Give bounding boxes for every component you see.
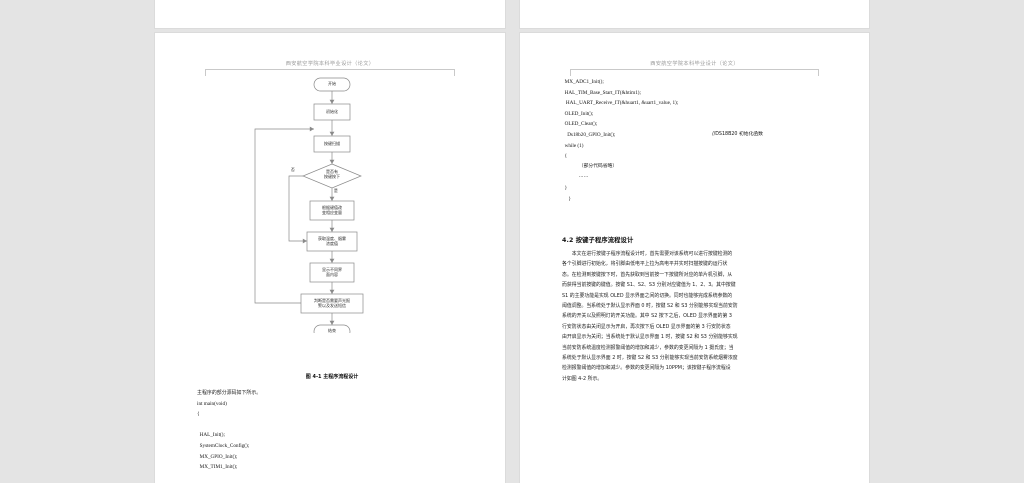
flow-node-end: 结束: [328, 328, 336, 333]
code-line-11: }: [562, 195, 571, 202]
code-line-4: SystemClock_Config();: [197, 442, 250, 449]
code-line-5: MX_GPIO_Init();: [197, 453, 238, 460]
code-line-10: }: [562, 184, 568, 191]
flow-label-yes: 是: [334, 188, 338, 193]
paragraph-line: 当前安防系统温度检测报警阈值的增加和减少，参数的变更间隔为 1 摄氏度；当: [562, 344, 734, 351]
paragraph-line: 各个引脚进行初始化，将引脚由低电平上拉为高电平并实时扫描按键的运行状: [562, 261, 728, 268]
flow-label-no: 否: [291, 167, 295, 172]
paragraph-line: 计如图 4-2 所示。: [562, 375, 603, 382]
flow-node-key-scan: 按键扫描: [324, 140, 340, 146]
flowchart-main-program: 开始 初始化 按键扫描 是否有 按键按下 否 是 根据键值改 变相应变量 获取温…: [155, 33, 505, 339]
intro-line: 主程序的部分源码如下所示。: [197, 390, 262, 396]
header-rule-right: [570, 69, 819, 76]
paragraph-line: S1 的主要功能是实现 OLED 显示界面之间的切换。同时也能够完成系统参数的: [562, 292, 733, 299]
code-line-9: ……: [562, 174, 589, 180]
paragraph-line: 系统的开关以及照明灯的开关功能。其中 S2 按下之后，OLED 显示界面的第 3: [562, 313, 732, 320]
code-line-1: {: [197, 411, 200, 418]
document-page-left[interactable]: 西安航空学院本科毕业设计（论文）: [155, 33, 505, 483]
flow-node-display: 显示不同界 面内容: [322, 267, 342, 278]
code-line-6: MX_TIM1_Init();: [197, 464, 238, 471]
code-comment: //DS18B20 初始化函数: [712, 131, 763, 137]
code-line-6: while (1): [562, 142, 584, 149]
paragraph-line: 检测报警阈值的增加和减少。参数的变更间隔为 10PPM；该按键子程序流程设: [562, 365, 731, 372]
section-number: 4.2: [562, 237, 574, 244]
header-rule-left: [205, 69, 455, 76]
code-line-0: int main(void): [197, 400, 227, 407]
code-line-5: Ds18b20_GPIO_Init();: [562, 131, 616, 138]
previous-page-left: [155, 0, 505, 28]
flow-node-alarm: 判断是否需要声光报 警以及发送短信: [314, 298, 350, 309]
page-header-right: 西安航空学院本科毕业设计（论文）: [570, 61, 819, 76]
code-line-7: {: [562, 153, 568, 160]
page-header-left: 西安航空学院本科毕业设计（论文）: [205, 61, 455, 76]
figure-caption: 图 4-1 主程序流程设计: [305, 374, 359, 380]
previous-page-right: [520, 0, 869, 28]
running-title-right: 西安航空学院本科毕业设计（论文）: [650, 61, 739, 67]
section-paragraph: 本文在进行按键子程序流程设计时，首先需要对该系统可以进行按键检测的 各个引脚进行…: [562, 249, 831, 384]
paragraph-line: 行安防状态由关闭显示为开启，再次按下后 OLED 显示界面的第 3 行安防状态: [562, 323, 731, 330]
code-line-2: [197, 420, 467, 431]
code-line-3: OLED_Init();: [562, 110, 594, 117]
section-heading: 4.2 按键子程序流程设计: [562, 235, 831, 244]
section-heading-4-2: 4.2 按键子程序流程设计: [562, 235, 831, 244]
document-page-right[interactable]: 西安航空学院本科毕业设计（论文） MX_ADC1_Init(); HAL_TIM…: [520, 33, 869, 483]
flow-node-init: 初始化: [326, 108, 338, 114]
paragraph-line: 本文在进行按键子程序流程设计时，首先需要对该系统可以进行按键检测的: [571, 251, 733, 257]
paragraph-line: 由开启显示为关闭；当系统处于默认显示界面 1 时，按键 S2 和 S3 分别能够…: [562, 334, 738, 341]
paragraph-line: 态。在检测到按键按下时，首先获取到当前按一下按键所对应的单片机引脚，从: [562, 271, 733, 278]
paragraph-line: 阈值调整。当系统处于默认显示界面 0 时，按键 S2 和 S3 分别能够实现当前…: [562, 303, 738, 310]
right-page-code-block: MX_ADC1_Init(); HAL_TIM_Base_Start_IT(&h…: [562, 77, 831, 204]
code-line-0: MX_ADC1_Init();: [562, 79, 604, 85]
running-title-left: 西安航空学院本科毕业设计（论文）: [285, 61, 375, 67]
code-line-8: （部分代码省略）: [562, 163, 618, 169]
code-line-3: HAL_Init();: [197, 432, 225, 439]
flow-node-decision: 是否有 按键按下: [324, 169, 340, 180]
paragraph-line: 系统处于默认显示界面 2 时，按键 S2 和 S3 分别能够实现当前安防系统烟雾…: [562, 355, 738, 362]
figure-caption-block-left: 图 4-1 主程序流程设计: [197, 373, 467, 380]
flow-node-assign: 根据键值改 变相应变量: [322, 205, 342, 216]
code-line-1: HAL_TIM_Base_Start_IT(&htim1);: [562, 89, 641, 96]
code-line-2: HAL_UART_Receive_IT(&huart1, &uart1_valu…: [562, 100, 679, 107]
flow-node-start: 开始: [328, 81, 336, 86]
section-title: 按键子程序流程设计: [575, 237, 634, 244]
left-page-text-block: 主程序的部分源码如下所示。 int main(void) { HAL_Init(…: [197, 388, 467, 473]
flow-node-acquire: 获取温度、烟雾 浓度值: [318, 236, 346, 247]
paragraph-line: 而获得当前按键的键值。按键 S1、S2、S3 分别对应键值为 1、2、3。其中按…: [562, 282, 736, 289]
code-line-4: OLED_Clear();: [562, 121, 598, 128]
flowchart-svg: [254, 77, 364, 339]
